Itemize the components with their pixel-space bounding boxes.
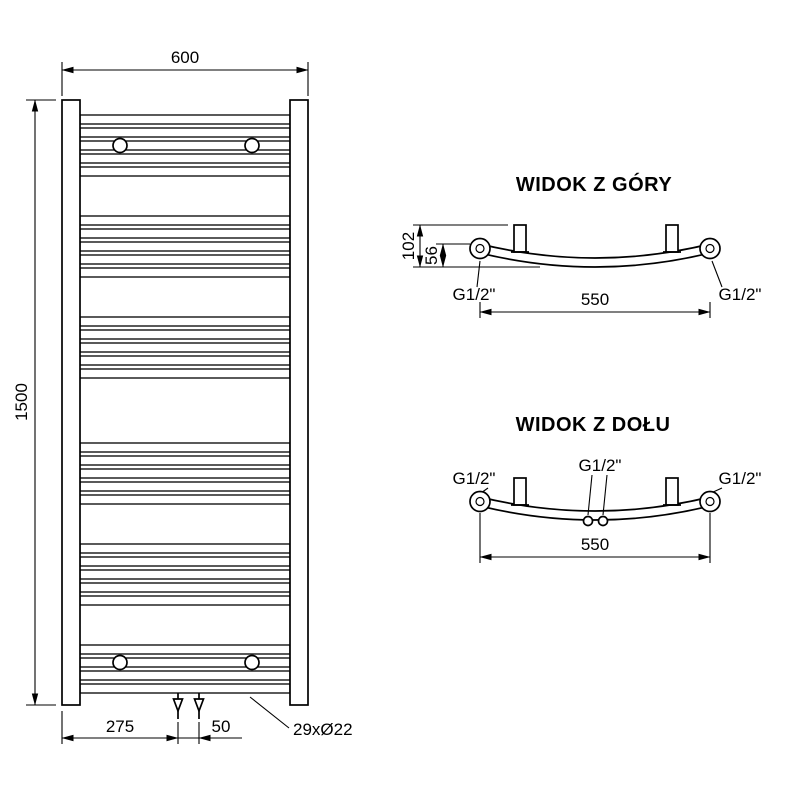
top-view-left-thread [475, 243, 485, 254]
top-view-title: WIDOK Z GÓRY [516, 172, 673, 196]
offset-dimension-label: 275 [106, 717, 134, 736]
bottom-connection-right [193, 693, 205, 719]
radiator-tube [79, 569, 291, 580]
left-collector [61, 99, 81, 706]
radiator-tubes [79, 114, 291, 694]
radiator-tube [79, 342, 291, 353]
top-view-bracket-left [511, 224, 529, 253]
right-collector [289, 99, 309, 706]
center-connection-stub-left [582, 515, 594, 527]
bottom-view-thread-callout-center: G1/2" [579, 456, 622, 516]
radiator-tube [79, 644, 291, 655]
top-view-tube-front-edge [479, 243, 711, 259]
bottom-dimensions: 275 50 [61, 711, 242, 744]
bottom-view-left-collector [469, 490, 491, 513]
height-dimension-label: 1500 [12, 383, 31, 421]
top-view-span-dimension: 550 [479, 290, 711, 318]
bottom-view-right-thread [705, 496, 715, 507]
span-dimension-label-top: 550 [581, 290, 609, 309]
front-view: 600 1500 275 50 29xØ22 [12, 48, 353, 744]
radiator-tube [79, 455, 291, 466]
thread-label-bottom-left: G1/2" [453, 469, 496, 488]
radiator-tube [79, 683, 291, 694]
radiator-tube [79, 127, 291, 138]
bottom-view-thread-callout-right: G1/2" [710, 469, 762, 494]
bottom-view-bracket-left [511, 477, 529, 506]
radiator-tube [79, 368, 291, 379]
radiator-tube [79, 442, 291, 453]
bottom-view-span-dimension: 550 [479, 513, 711, 563]
width-dimension-label: 600 [171, 48, 199, 67]
bottom-view-bracket-right [663, 477, 681, 506]
radiator-tube [79, 215, 291, 226]
thread-label-top-right: G1/2" [719, 285, 762, 304]
top-view-thread-callout-right: G1/2" [711, 260, 762, 304]
top-view-tube-back-edge [479, 252, 711, 268]
span-dimension-label-bottom: 550 [581, 535, 609, 554]
bottom-view-title: WIDOK Z DOŁU [516, 414, 671, 436]
center-connection-stub-right [597, 515, 609, 527]
top-view: WIDOK Z GÓRY 102 56 G1/ [399, 172, 761, 318]
radiator-tube [79, 329, 291, 340]
thread-label-bottom-center: G1/2" [579, 456, 622, 475]
radiator-tube [79, 241, 291, 252]
radiator-tube [79, 582, 291, 593]
mounting-hole-bottom-right [244, 654, 260, 671]
top-view-left-collector [469, 237, 491, 260]
tube-count-label: 29xØ22 [293, 720, 353, 739]
radiator-tube [79, 228, 291, 239]
depth-dimensions: 102 56 [399, 224, 540, 268]
radiator-tube [79, 481, 291, 492]
tube-count-callout: 29xØ22 [249, 696, 353, 739]
radiator-tube [79, 254, 291, 265]
radiator-tube [79, 166, 291, 177]
bottom-view: WIDOK Z DOŁU G1/2" G1/2" G1/2" [453, 414, 762, 563]
radiator-tube [79, 355, 291, 366]
width-dimension: 600 [61, 48, 309, 96]
radiator-tube [79, 670, 291, 681]
radiator-tube [79, 114, 291, 125]
mounting-hole-top-left [112, 137, 128, 154]
radiator-tube [79, 494, 291, 505]
radiator-tube [79, 316, 291, 327]
bottom-view-right-collector [699, 490, 721, 513]
bottom-connection-left [172, 693, 184, 719]
mounting-hole-bottom-left [112, 654, 128, 671]
radiator-tube [79, 267, 291, 278]
bottom-view-thread-callout-left: G1/2" [453, 469, 496, 494]
thread-label-bottom-right: G1/2" [719, 469, 762, 488]
tube-depth-dimension-label: 56 [422, 246, 441, 265]
radiator-tube [79, 595, 291, 606]
radiator-tube [79, 543, 291, 554]
top-view-right-thread [705, 243, 715, 254]
spacing-dimension-label: 50 [212, 717, 231, 736]
radiator-tube [79, 153, 291, 164]
depth-dimension-label: 102 [399, 232, 418, 260]
mounting-hole-top-right [244, 137, 260, 154]
bottom-view-left-thread [475, 496, 485, 507]
radiator-tube [79, 468, 291, 479]
thread-label-top-left: G1/2" [453, 285, 496, 304]
top-view-bracket-right [663, 224, 681, 253]
top-view-right-collector [699, 237, 721, 260]
radiator-tube [79, 556, 291, 567]
height-dimension: 1500 [12, 99, 56, 706]
bottom-view-tube-front-edge [479, 496, 711, 512]
bottom-view-tube-back-edge [479, 505, 711, 521]
top-view-thread-callout-left: G1/2" [453, 260, 496, 304]
